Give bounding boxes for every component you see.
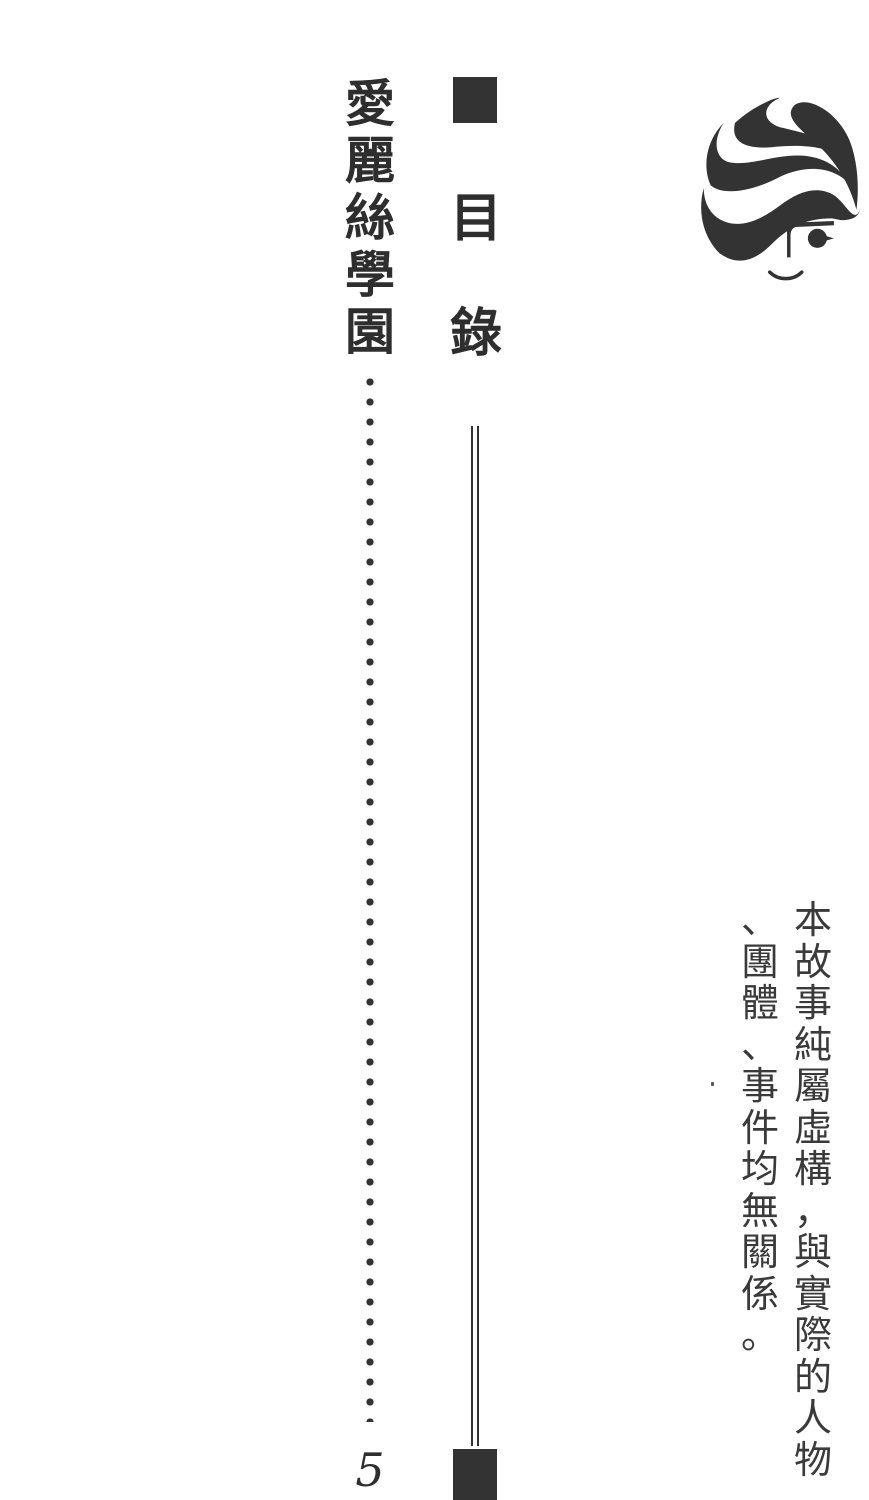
- toc-heading-char: 目: [449, 189, 502, 249]
- scan-speck: [711, 1082, 714, 1086]
- dotted-leader: [364, 372, 376, 1422]
- disclaimer-char: 物: [793, 1437, 832, 1482]
- disclaimer-column-1: 本 故 事 純 屬 虛 構 ， 與 實 際 的 人 物: [789, 898, 837, 1482]
- disclaimer-char: 本: [793, 898, 832, 942]
- publisher-logo: [676, 78, 866, 298]
- disclaimer-char: 事: [740, 1064, 779, 1108]
- disclaimer-char: 。: [740, 1313, 779, 1357]
- disclaimer-char: 構: [793, 1147, 832, 1191]
- double-rule-right: [477, 426, 479, 1446]
- disclaimer-char: 均: [740, 1147, 779, 1191]
- disclaimer-char: 、: [740, 898, 779, 942]
- disclaimer-column-2: 、 團 體 、 事 件 均 無 關 係 。: [736, 898, 784, 1357]
- disclaimer-char: 關: [740, 1230, 779, 1274]
- heading-top-square-ornament: [453, 77, 497, 123]
- disclaimer-char: 無: [740, 1188, 779, 1233]
- disclaimer-char: 係: [740, 1271, 779, 1316]
- disclaimer-char: ，: [793, 1188, 832, 1233]
- toc-entry-title-char: 愛: [345, 75, 395, 133]
- disclaimer-char: 人: [793, 1396, 832, 1440]
- toc-entry-title-char: 學: [345, 246, 395, 304]
- disclaimer-char: 屬: [793, 1064, 832, 1108]
- disclaimer-char: 體: [740, 981, 779, 1025]
- disclaimer-char: 實: [793, 1271, 832, 1316]
- disclaimer-char: 與: [793, 1230, 832, 1274]
- toc-entry-title-char: 麗: [345, 132, 395, 190]
- toc-entry-title-char: 園: [345, 303, 395, 361]
- disclaimer-char: 、: [740, 1022, 779, 1067]
- toc-entry-title-char: 絲: [345, 189, 395, 247]
- disclaimer-char: 件: [740, 1105, 779, 1150]
- disclaimer-char: 純: [793, 1022, 832, 1067]
- disclaimer-char: 際: [793, 1313, 832, 1357]
- toc-heading-char: 錄: [449, 304, 502, 364]
- disclaimer-char: 故: [793, 939, 832, 984]
- heading-bottom-square-ornament: [453, 1449, 497, 1500]
- disclaimer-char: 的: [793, 1354, 832, 1399]
- toc-entry-page-number[interactable]: 5: [355, 1443, 385, 1497]
- disclaimer-char: 事: [793, 981, 832, 1025]
- face-with-wavy-hair-icon: [701, 97, 860, 281]
- double-rule-left: [471, 426, 473, 1446]
- disclaimer-char: 團: [740, 939, 779, 984]
- toc-entry-title[interactable]: 愛 麗 絲 學 園: [340, 76, 400, 361]
- disclaimer-char: 虛: [793, 1105, 832, 1150]
